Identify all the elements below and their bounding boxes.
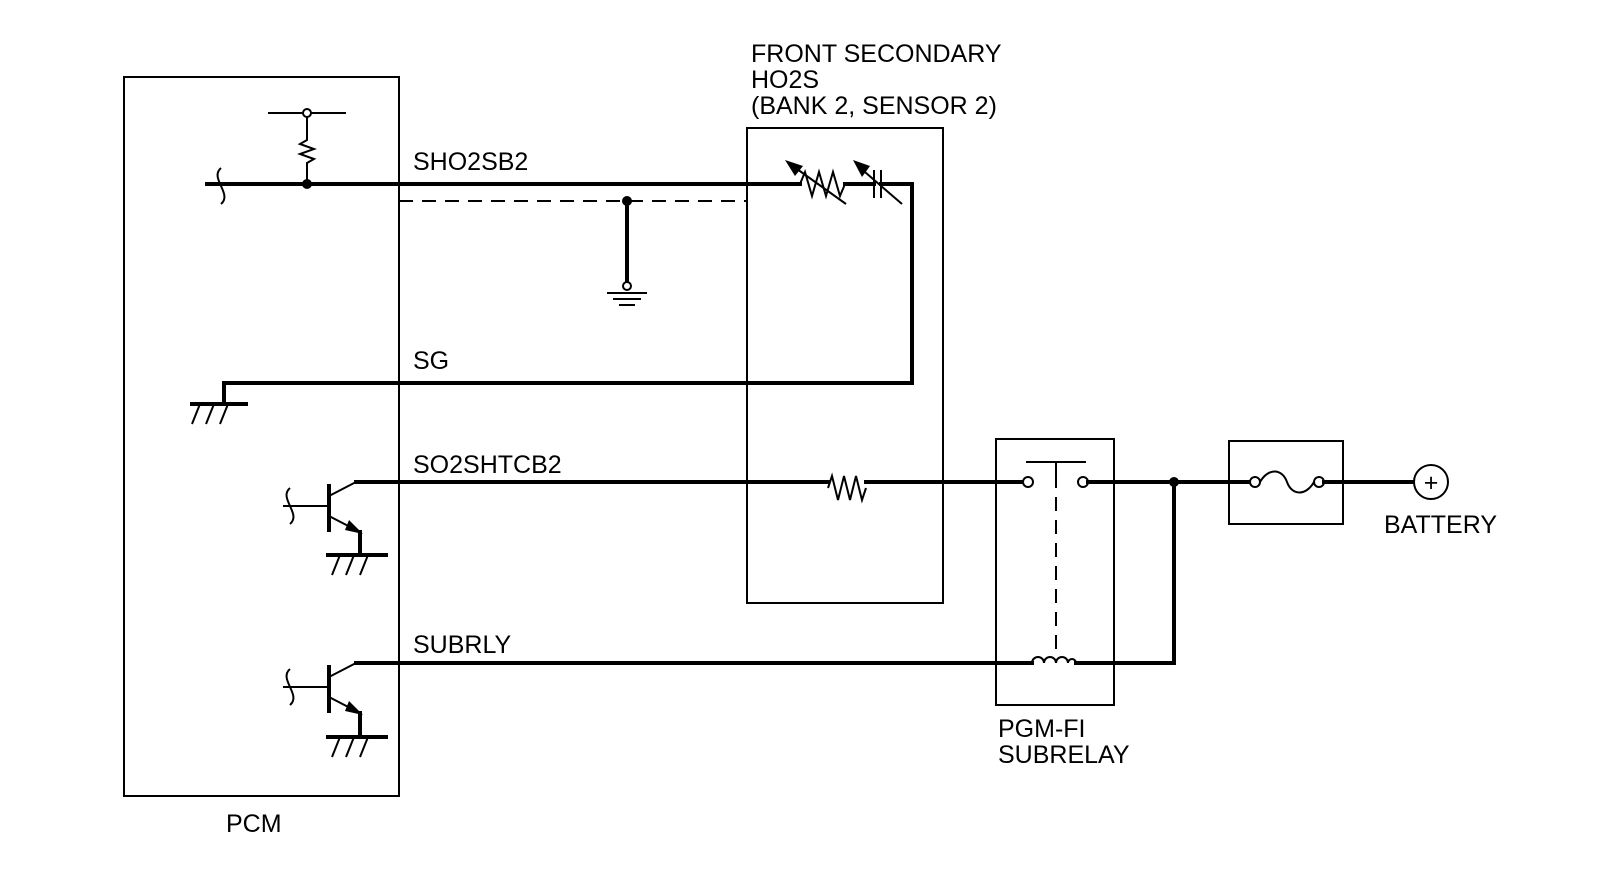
pcm-transistor-subrelay	[283, 662, 388, 758]
pcm-label: PCM	[226, 810, 282, 838]
wire-sho2sb2: SHO2SB2	[305, 148, 749, 186]
relay-switch	[1022, 461, 1176, 488]
ho2s-label-line3: (BANK 2, SENSOR 2)	[751, 92, 997, 120]
ho2s-sensor: FRONT SECONDARY HO2S (BANK 2, SENSOR 2)	[745, 40, 1002, 604]
signal-label-sho2sb2: SHO2SB2	[413, 148, 528, 176]
shield-wire	[399, 196, 747, 306]
pcm-module: PCM	[123, 76, 400, 838]
relay-label-line2: SUBRELAY	[998, 741, 1130, 769]
wire-sg: SG	[222, 347, 914, 385]
battery: + BATTERY	[1384, 464, 1497, 539]
signal-label-sg: SG	[413, 347, 449, 375]
relay-label-line1: PGM-FI	[998, 715, 1086, 743]
pcm-pullup-resistor	[205, 108, 346, 205]
wire-subrly: SUBRLY	[354, 480, 1176, 665]
signal-label-so2shtcb2: SO2SHTCB2	[413, 451, 562, 479]
pcm-ground-sg	[190, 381, 248, 425]
ho2s-sensing-element	[745, 160, 914, 385]
battery-label: BATTERY	[1384, 511, 1497, 539]
relay-coil	[1031, 656, 1077, 664]
ho2s-heater	[827, 472, 867, 504]
pcm-transistor-heater	[283, 481, 388, 576]
battery-plus-icon: +	[1424, 469, 1439, 497]
signal-label-subrly: SUBRLY	[413, 631, 512, 659]
ho2s-label-line1: FRONT SECONDARY	[751, 40, 1002, 68]
pgm-fi-subrelay: PGM-FI SUBRELAY	[995, 438, 1176, 769]
ho2s-label-line2: HO2S	[751, 66, 819, 94]
fuse	[1172, 440, 1416, 525]
wire-so2shtcb2: SO2SHTCB2	[354, 451, 1024, 484]
